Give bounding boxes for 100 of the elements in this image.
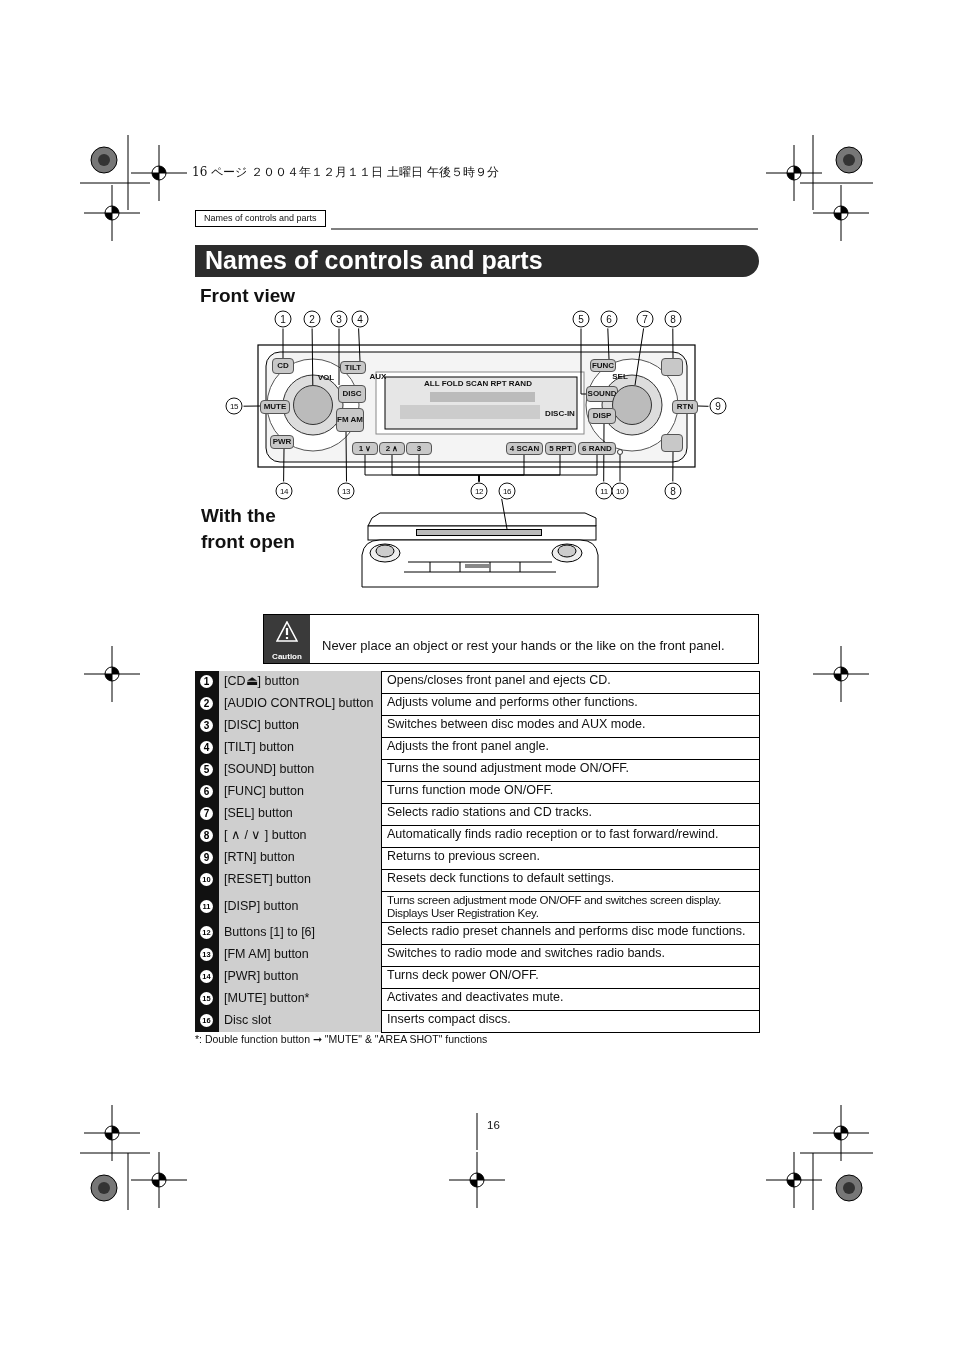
callout-number: 1 xyxy=(274,310,292,328)
mute-button: MUTE xyxy=(260,400,290,414)
fm-am-button: FM AM xyxy=(336,408,364,432)
leader-line xyxy=(580,328,587,395)
callout-number: 9 xyxy=(200,851,213,864)
leader-line xyxy=(283,448,285,482)
leader-line xyxy=(619,454,621,482)
leader-line xyxy=(634,327,645,386)
part-name: [AUDIO CONTROL] button xyxy=(219,693,381,716)
callout-number: 14 xyxy=(275,482,293,500)
preset-button: 5 RPT xyxy=(545,442,576,455)
callout-number: 10 xyxy=(611,482,629,500)
part-description: Automatically finds radio reception or to fast forward/rewind. xyxy=(381,825,760,848)
leader-line xyxy=(311,328,314,386)
caution-text: Never place an object or rest your hands or the like on the front panel. xyxy=(322,638,725,653)
callout-number: 4 xyxy=(351,310,369,328)
part-description: Turns screen adjustment mode ON/OFF and switches screen display. Displays User Registration Key. xyxy=(381,891,760,923)
part-description: Switches to radio mode and switches radio bands. xyxy=(381,944,760,967)
part-name: [CD⏏] button xyxy=(219,671,381,694)
leader-line xyxy=(672,451,674,482)
leader-line xyxy=(607,327,610,360)
part-description: Switches between disc modes and AUX mode. xyxy=(381,715,760,738)
tilt-button: TILT xyxy=(340,361,366,374)
part-name: [FM AM] button xyxy=(219,944,381,967)
caution-label: Caution xyxy=(271,652,303,661)
part-description: Turns deck power ON/OFF. xyxy=(381,966,760,989)
return-button: RTN xyxy=(672,400,698,414)
callout-number: 6 xyxy=(600,310,618,328)
part-name: Disc slot xyxy=(219,1010,381,1033)
callout-number: 2 xyxy=(303,310,321,328)
part-name: [PWR] button xyxy=(219,966,381,989)
part-name: [ ∧ / ∨ ] button xyxy=(219,825,381,848)
device-label: AUX xyxy=(369,373,387,381)
callout-number: 3 xyxy=(200,719,213,732)
callout-number: 11 xyxy=(595,482,613,500)
callout-number: 2 xyxy=(200,697,213,710)
part-description: Inserts compact discs. xyxy=(381,1010,760,1033)
callout-number: 7 xyxy=(636,310,654,328)
callout-number: 7 xyxy=(200,807,213,820)
cd-button: CD xyxy=(272,358,294,374)
part-description: Resets deck functions to default settings. xyxy=(381,869,760,892)
callout-number: 9 xyxy=(709,397,727,415)
part-name: [FUNC] button xyxy=(219,781,381,804)
part-name: [RESET] button xyxy=(219,869,381,892)
part-name: [DISC] button xyxy=(219,715,381,738)
callout-number: 5 xyxy=(572,310,590,328)
device-label: SEL xyxy=(612,373,628,381)
reset-button xyxy=(617,449,623,455)
preset-button: 6 RAND xyxy=(578,442,616,455)
slug: 16 ページ ２００４年１２月１１日 土曜日 午後５時９分 xyxy=(192,164,499,181)
footnote: *: Double function button ➞ "MUTE" & "AREA SHOT" functions xyxy=(195,1033,488,1045)
callout-number: 6 xyxy=(200,785,213,798)
leader-line xyxy=(478,454,598,482)
preset-button: 2 ∧ xyxy=(379,442,405,455)
callout-number: 16 xyxy=(498,482,516,500)
part-description: Turns function mode ON/OFF. xyxy=(381,781,760,804)
leader-line xyxy=(501,498,508,530)
power-button: PWR xyxy=(270,435,294,449)
leader-line xyxy=(345,431,347,482)
part-description: Selects radio preset channels and performs disc mode functions. xyxy=(381,922,760,945)
part-name: Buttons [1] to [6] xyxy=(219,922,381,945)
leader-line xyxy=(672,328,674,359)
callout-number: 12 xyxy=(470,482,488,500)
part-name: [RTN] button xyxy=(219,847,381,870)
callout-number: 5 xyxy=(200,763,213,776)
callout-number: 3 xyxy=(330,310,348,328)
func-button: FUNC xyxy=(590,359,616,372)
part-description: Turns the sound adjustment mode ON/OFF. xyxy=(381,759,760,782)
preset-button: 1 ∨ xyxy=(352,442,378,455)
disp-button: DISP xyxy=(588,408,616,424)
title-banner: Names of controls and parts xyxy=(195,245,759,277)
part-description: Adjusts volume and performs other functions. xyxy=(381,693,760,716)
section-heading: With the front open xyxy=(201,504,296,554)
header-tab: Names of controls and parts xyxy=(195,210,326,227)
part-name: [DISP] button xyxy=(219,891,381,923)
preset-button: 4 SCAN xyxy=(506,442,543,455)
callout-number: 1 xyxy=(200,675,213,688)
part-description: Adjusts the front panel angle. xyxy=(381,737,760,760)
disc-button: DISC xyxy=(338,385,366,403)
leader-line xyxy=(282,328,284,359)
device-label: DISC-IN xyxy=(545,410,575,418)
part-name: [MUTE] button* xyxy=(219,988,381,1011)
callout-number: 15 xyxy=(225,397,243,415)
leader-line xyxy=(697,405,709,407)
callout-number: 4 xyxy=(200,741,213,754)
part-name: [SOUND] button xyxy=(219,759,381,782)
disc-slot xyxy=(416,529,542,536)
part-description: Selects radio stations and CD tracks. xyxy=(381,803,760,826)
callout-number: 13 xyxy=(337,482,355,500)
part-description: Opens/closes front panel and ejects CD. xyxy=(381,671,760,694)
preset-button: 3 xyxy=(406,442,432,455)
device-label: VOL xyxy=(317,374,335,382)
part-description: Returns to previous screen. xyxy=(381,847,760,870)
sound-button: SOUND xyxy=(586,386,618,402)
device-label: ALL FOLD SCAN RPT RAND xyxy=(424,380,532,388)
down-button xyxy=(661,434,683,452)
up-button xyxy=(661,358,683,376)
callout-number: 8 xyxy=(200,829,213,842)
part-name: [TILT] button xyxy=(219,737,381,760)
section-heading: Front view xyxy=(200,285,295,307)
